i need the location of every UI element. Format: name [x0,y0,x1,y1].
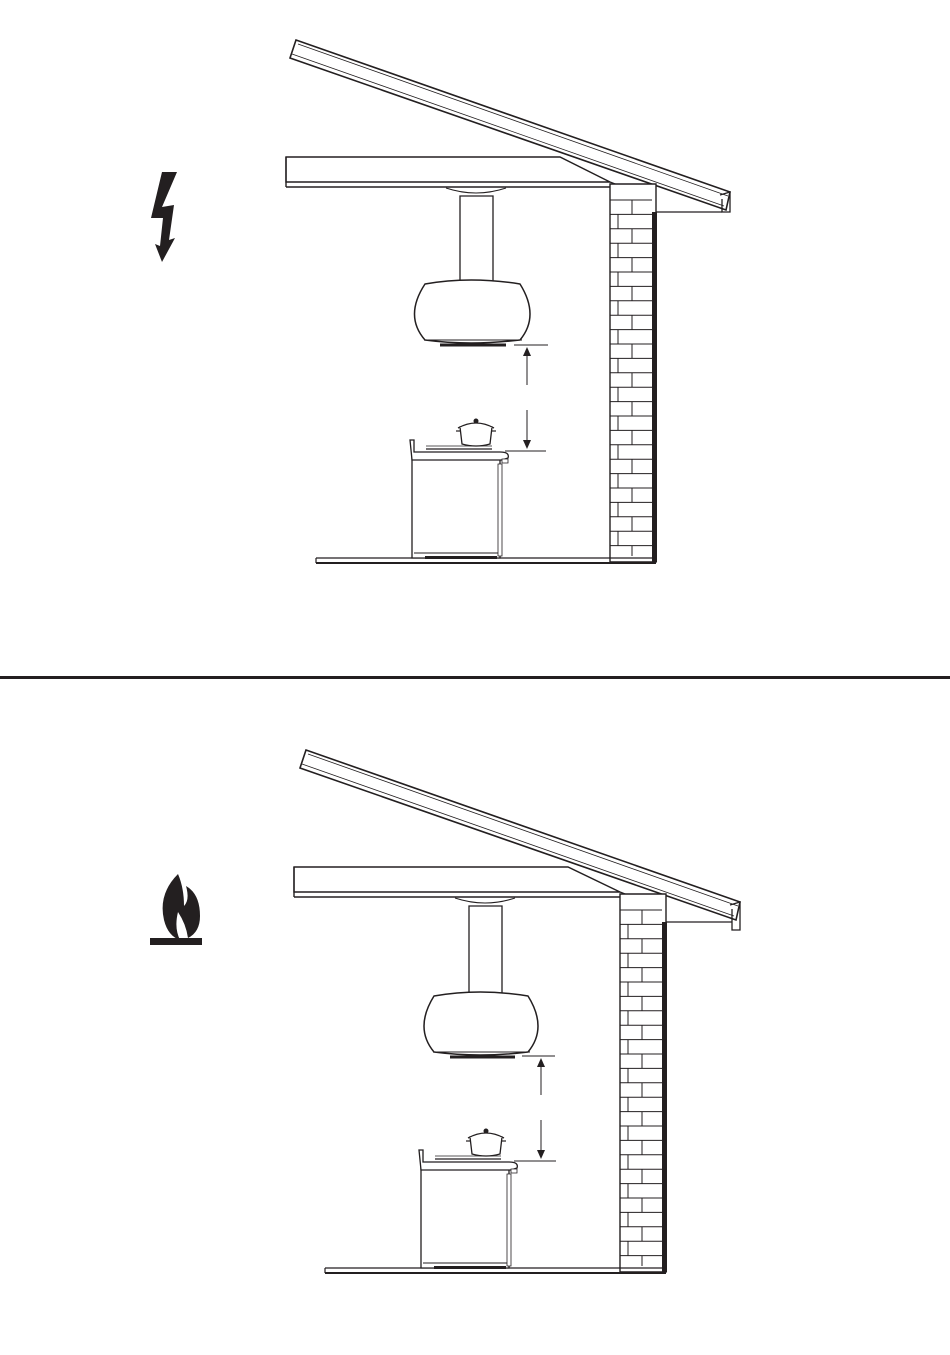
brick-wall [610,184,657,562]
clearance-dimension [505,345,548,451]
gas-installation-drawing [0,680,950,1355]
extractor-hood [415,188,531,345]
extractor-hood [424,898,538,1057]
roof [286,40,730,210]
section-divider [0,676,950,679]
gas-installation-panel [0,680,950,1355]
electric-installation-panel [0,0,950,676]
cooking-pot-icon [466,1129,506,1156]
clearance-dimension [514,1056,556,1161]
cooking-pot-icon [456,419,496,446]
electric-installation-drawing [0,0,950,676]
cooker [410,440,508,559]
lightning-bolt-icon [151,172,177,262]
roof [294,750,740,920]
gas-flame-icon [150,874,202,945]
brick-wall [620,894,667,1272]
cooker [419,1150,517,1269]
